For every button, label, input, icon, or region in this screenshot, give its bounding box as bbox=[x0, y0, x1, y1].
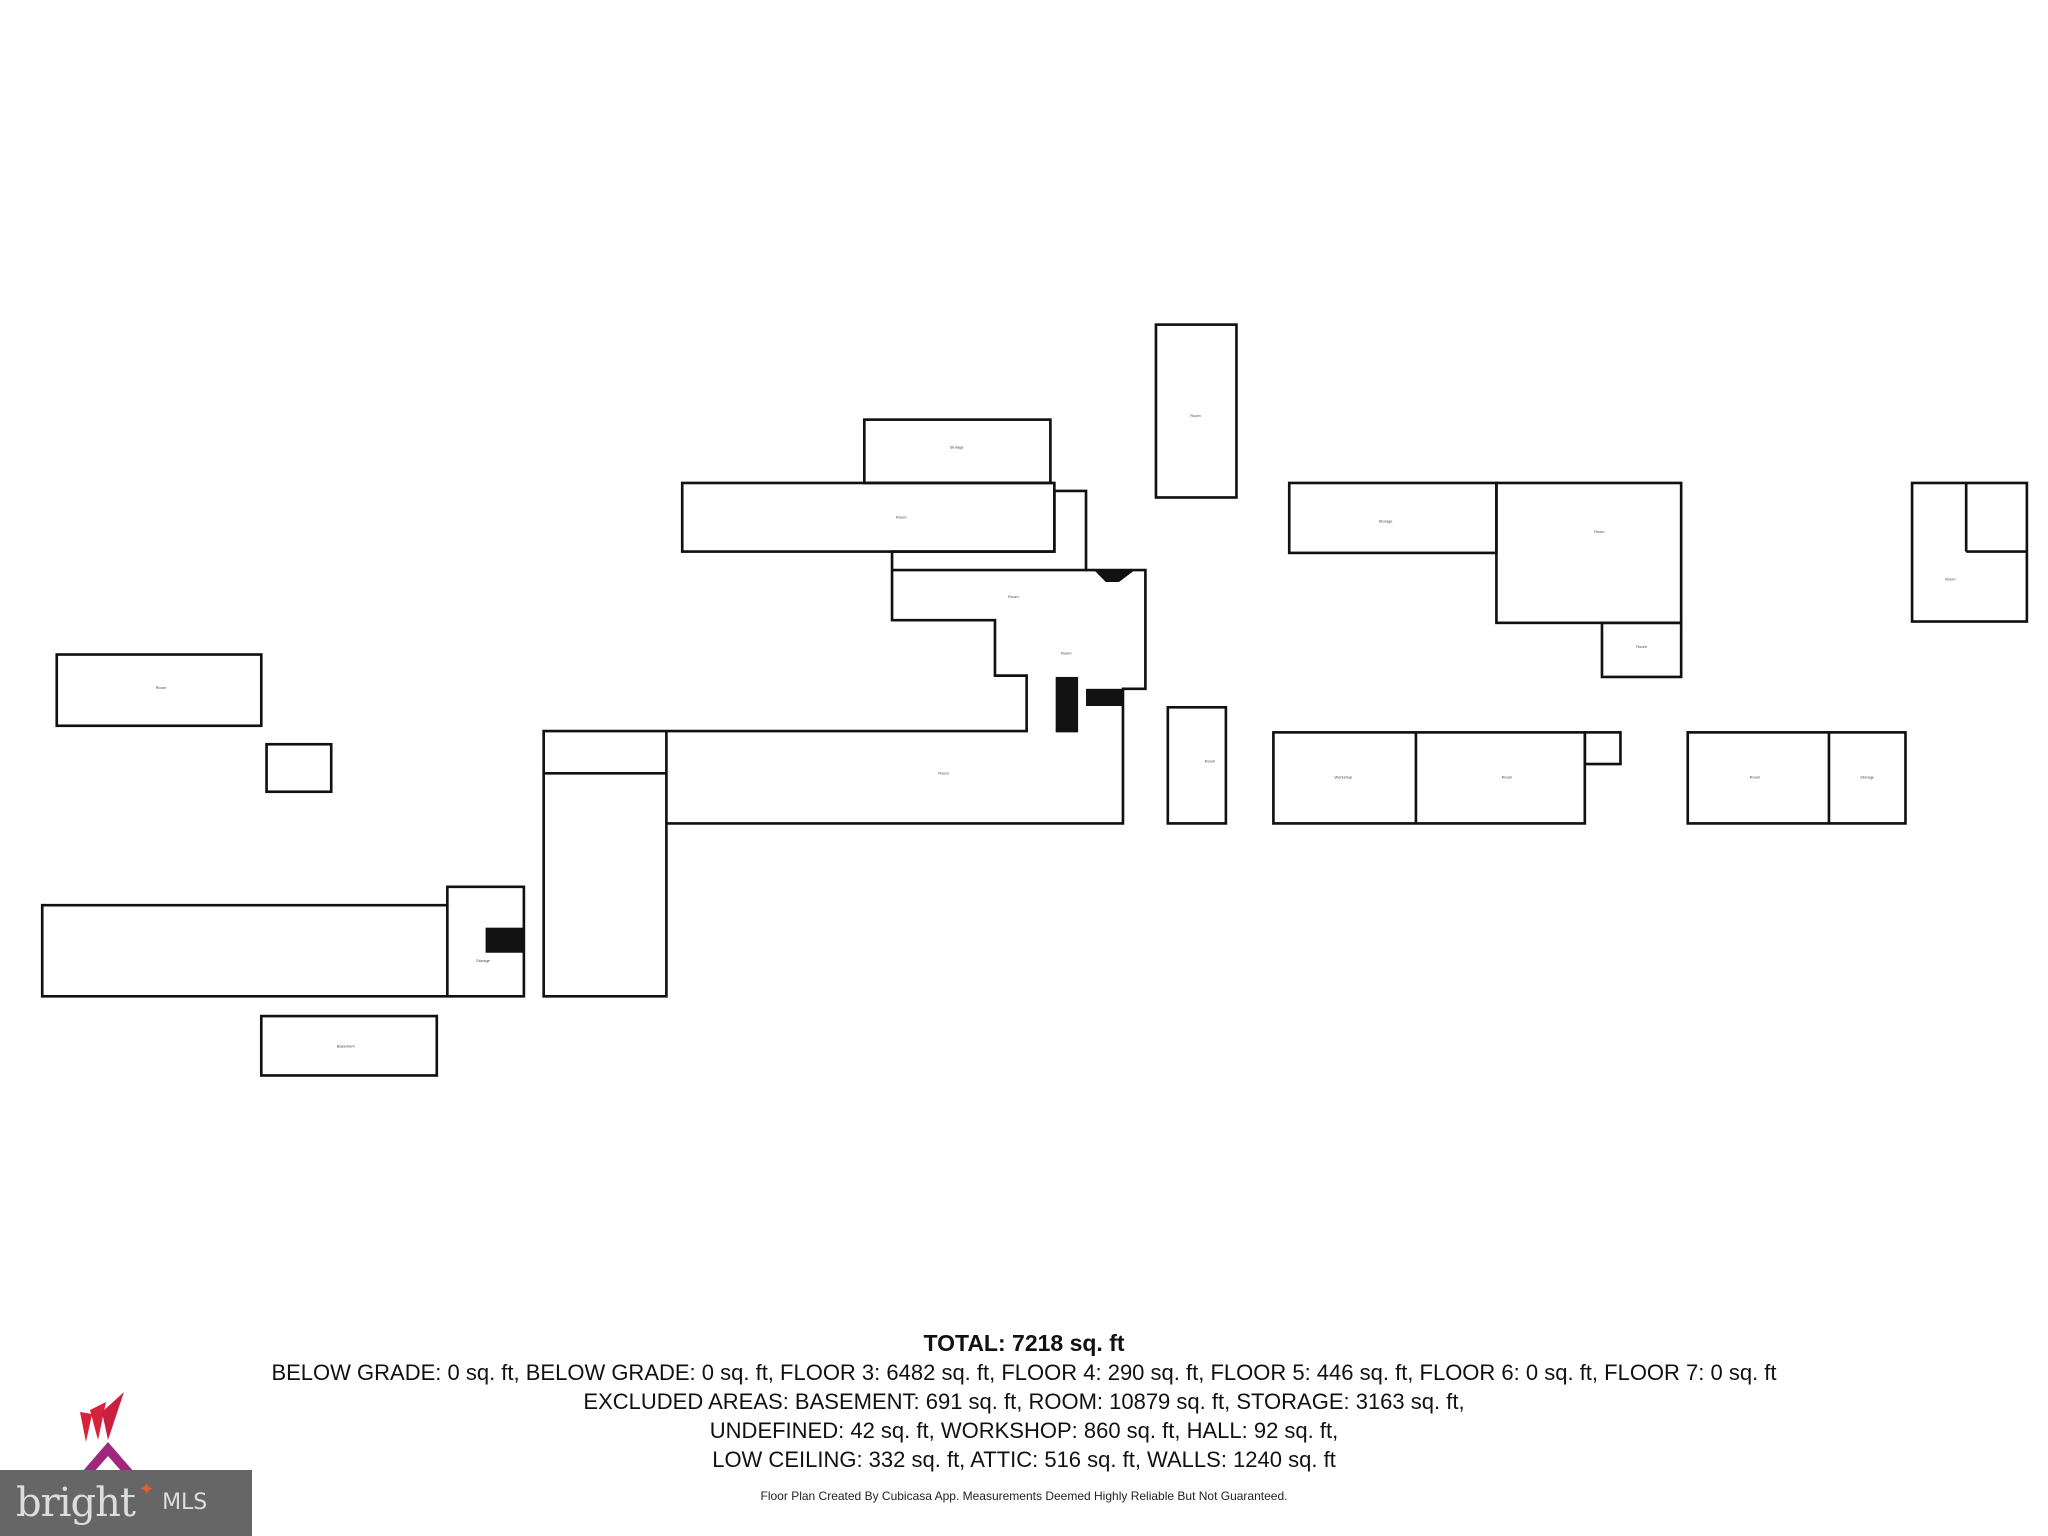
room-outline bbox=[55, 653, 263, 728]
room-label: Room bbox=[1594, 529, 1605, 534]
room-outline bbox=[1154, 323, 1238, 499]
room-label: Storage bbox=[476, 958, 491, 963]
basement-outline bbox=[259, 1014, 439, 1077]
star-icon: ✦ bbox=[138, 1479, 155, 1499]
storage-outline bbox=[863, 418, 1052, 485]
room-labels: Storage Room Room Room Room Storage Room… bbox=[156, 413, 1957, 1049]
room-outline bbox=[1583, 731, 1622, 766]
room-label: Room bbox=[896, 515, 907, 520]
room-label: Room bbox=[938, 771, 949, 776]
room-label: Room bbox=[1061, 651, 1072, 656]
logo-wordmark: bright bbox=[16, 1480, 136, 1526]
bright-mls-logo: bright ✦ MLS bbox=[0, 1470, 252, 1536]
room-outline bbox=[1495, 481, 1683, 625]
room-label: Storage bbox=[1860, 775, 1875, 780]
wall-block bbox=[1086, 688, 1123, 706]
room-outline bbox=[40, 885, 526, 998]
room-label: Storage bbox=[1379, 519, 1394, 524]
workshop-outline bbox=[1272, 731, 1587, 825]
room-label: Room bbox=[1205, 759, 1216, 764]
wall-block bbox=[485, 927, 524, 953]
room-label: Room bbox=[156, 685, 167, 690]
room-label: Room bbox=[1502, 775, 1513, 780]
total-area: TOTAL: 7218 sq. ft bbox=[923, 1330, 1125, 1356]
excluded-areas: EXCLUDED AREAS: BASEMENT: 691 sq. ft, RO… bbox=[583, 1389, 1465, 1414]
room-outline bbox=[542, 489, 1147, 998]
logo-mls: MLS bbox=[162, 1490, 208, 1515]
room-label: Room bbox=[1750, 775, 1761, 780]
room-outline bbox=[1600, 621, 1683, 679]
floor-plan-right bbox=[1166, 481, 2029, 825]
floor-plan-center bbox=[542, 323, 1238, 998]
room-outline bbox=[265, 742, 333, 794]
k-logo-icon bbox=[80, 1392, 134, 1472]
storage-outline bbox=[1287, 481, 1498, 555]
area-summary: TOTAL: 7218 sq. ft BELOW GRADE: 0 sq. ft… bbox=[0, 1328, 2048, 1504]
excluded-areas-cont: UNDEFINED: 42 sq. ft, WORKSHOP: 860 sq. … bbox=[709, 1418, 1339, 1443]
room-label: Room bbox=[1945, 577, 1956, 582]
room-outline bbox=[680, 481, 1056, 553]
wall-block bbox=[1093, 570, 1135, 582]
room-label: Basement bbox=[337, 1044, 356, 1049]
excluded-areas-cont2: LOW CEILING: 332 sq. ft, ATTIC: 516 sq. … bbox=[712, 1447, 1336, 1472]
room-label: Room bbox=[1008, 594, 1019, 599]
disclaimer: Floor Plan Created By Cubicasa App. Meas… bbox=[760, 1489, 1288, 1503]
room-label: Room bbox=[1190, 413, 1201, 418]
room-label: Storage bbox=[950, 445, 965, 450]
room-outline bbox=[1686, 731, 1907, 825]
room-label: Room bbox=[1636, 644, 1647, 649]
hall-outline bbox=[1166, 705, 1228, 825]
floor-plan-left bbox=[40, 653, 526, 1077]
wall-block bbox=[1055, 676, 1079, 733]
room-label: Workshop bbox=[1335, 775, 1353, 780]
floor-areas: BELOW GRADE: 0 sq. ft, BELOW GRADE: 0 sq… bbox=[271, 1360, 1777, 1385]
